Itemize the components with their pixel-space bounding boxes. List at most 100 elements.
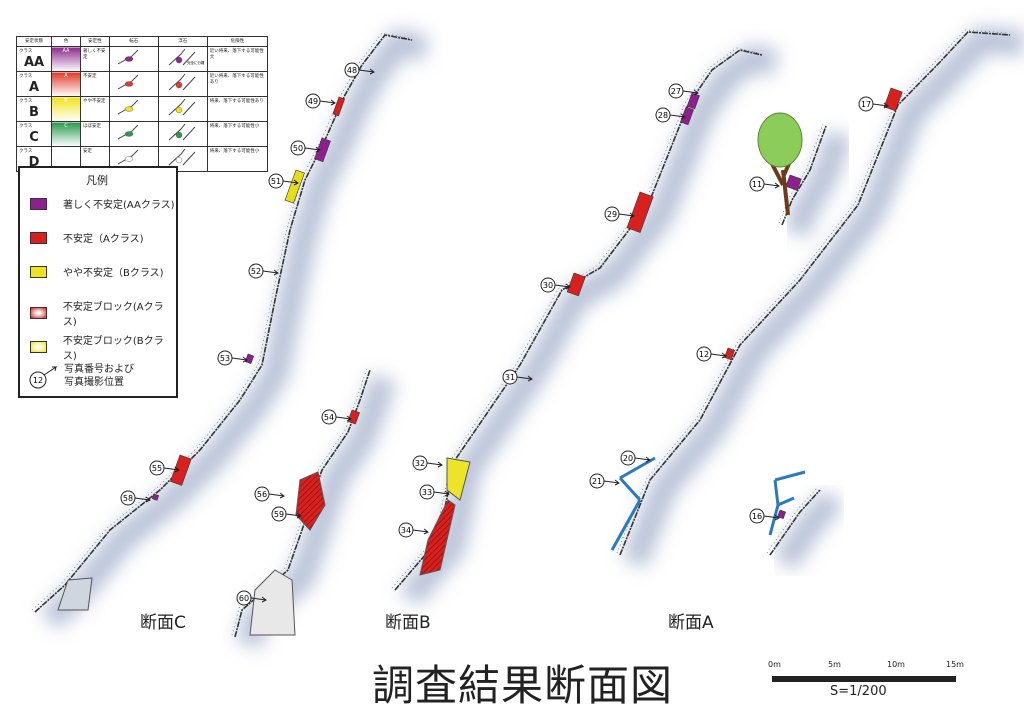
class-name: B [29,105,39,120]
slope-shadow [399,44,779,607]
photo-marker-12: 12 [696,346,727,362]
legend-label: 不安定ブロック(Aクラス) [62,302,164,328]
marker-number: 17 [861,100,871,109]
photo-marker-32: 32 [412,455,443,471]
marker-number: 34 [401,526,411,535]
arrow-icon [134,496,151,503]
rolling-stone-sketch [108,96,159,122]
photo-position-label: 写真番号および 写真撮影位置 [64,363,134,389]
floating-stone-sketch [157,121,208,147]
slope-texture [766,487,818,554]
rubble-pile [57,569,296,636]
photo-marker-48: 48 [344,62,375,78]
slope-texture [231,367,368,636]
photo-label-line1: 写真番号および [64,364,134,375]
marker-circle [502,369,518,385]
marker-number: 50 [293,144,303,153]
class-name: AA [23,55,45,70]
marker-number: 29 [607,210,617,219]
marker-circle [696,346,712,362]
photo-marker-59: 59 [271,506,302,522]
marker-number: 11 [752,180,762,189]
legend-label: 著しく不安定(AAクラス) [63,200,175,211]
marker-circle [749,176,765,192]
marker-circle [749,508,765,524]
class-prefix: クラス [19,99,33,104]
marker-number: 60 [239,594,249,603]
arrow-icon [250,596,267,603]
header-risk: 危険性 [206,36,269,47]
unstable-block-a [295,471,326,531]
arrow-icon [426,461,443,468]
marker-circle [321,409,337,425]
legend-swatch [30,341,47,353]
legend-title: 凡例 [86,174,108,187]
unstable-block [724,347,735,361]
marker-number: 53 [220,354,230,363]
unstable-block [151,493,160,501]
scale-bar: 0m 5m 10m 15m S=1/200 [768,660,964,710]
risk-cell: 近い将来、落下する可能性大 [206,46,269,72]
arrow-icon [163,466,180,473]
scale-bar-line [772,676,956,682]
slope-shadow [621,26,1024,568]
header-rolling-stone: 転石 [108,36,159,47]
photo-marker-16: 16 [749,508,780,524]
section-a-label: 断面A [668,613,714,633]
slope-profile [769,489,821,556]
marker-number: 55 [152,464,162,473]
photo-marker-27: 27 [668,83,699,99]
arrow-icon [763,182,780,189]
arrow-icon [682,89,699,96]
unstable-block [626,191,654,233]
floating-stone-sketch [157,96,208,122]
unstable-block [566,272,586,297]
legend-item: 不安定ブロック(Bクラス) [30,332,176,362]
arrow-icon [763,514,780,521]
color-cell: B [51,96,81,122]
color-cell: A [51,71,81,97]
unstable-block [883,87,903,112]
unstable-blocks [151,87,903,576]
class-prefix: クラス [19,124,33,129]
risk-cell: 将来、落下する可能性小 [206,146,269,172]
tree-icon [757,112,803,216]
color-cell: AA [51,46,81,72]
risk-cell: 将来、落下する可能性小 [206,121,269,147]
marker-circle [412,455,428,471]
class-name: A [28,80,40,95]
arrow-icon [516,375,533,382]
photo-marker-17: 17 [858,96,889,112]
stability-cell: 著しく不安定 [80,46,110,72]
photo-marker-33: 33 [419,484,450,500]
arrow-icon [433,490,450,497]
arrow-icon [669,113,686,120]
photo-marker-55: 55 [149,460,180,476]
arrow-icon [231,356,248,363]
photo-marker-11: 11 [749,176,780,192]
section-b-label: 断面B [385,613,431,633]
arrow-icon [634,456,651,463]
marker-number: 51 [271,177,281,186]
marker-circle [254,486,270,502]
scale-tick-10: 10m [887,660,905,669]
marker-number: 54 [324,413,334,422]
header-floating-stone: 浮石 [157,36,208,47]
legend-item: 不安定（Aクラス) [30,230,144,245]
marker-circle [858,96,874,112]
unstable-block [284,169,305,204]
marker-circle [120,490,136,506]
marker-circle [290,140,306,156]
marker-number: 28 [658,111,668,120]
marker-number: 48 [347,66,357,75]
marker-number: 32 [415,459,425,468]
legend-item: 著しく不安定(AAクラス) [30,196,175,211]
photo-marker-34: 34 [398,522,429,538]
